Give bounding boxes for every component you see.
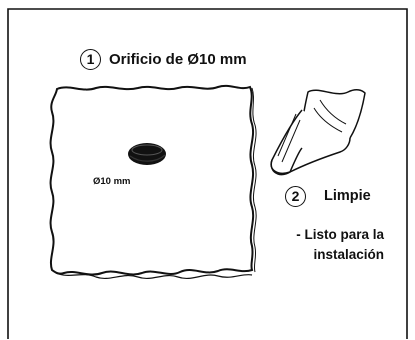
step-2-label: Limpie [324, 188, 371, 204]
wavy-surface-panel-icon [49, 84, 257, 280]
panel-border [7, 8, 408, 339]
ready-note-line-1: - Listo para la [296, 227, 384, 242]
step-1-number: 1 [80, 49, 101, 70]
step-1-label: Orificio de Ø10 mm [109, 51, 247, 68]
ready-note-line-2: instalación [313, 247, 384, 262]
drilled-hole-icon [128, 143, 166, 165]
step-2-number: 2 [285, 186, 306, 207]
hole-diameter-label: Ø10 mm [93, 176, 131, 187]
cleaning-cloth-icon [270, 89, 366, 176]
